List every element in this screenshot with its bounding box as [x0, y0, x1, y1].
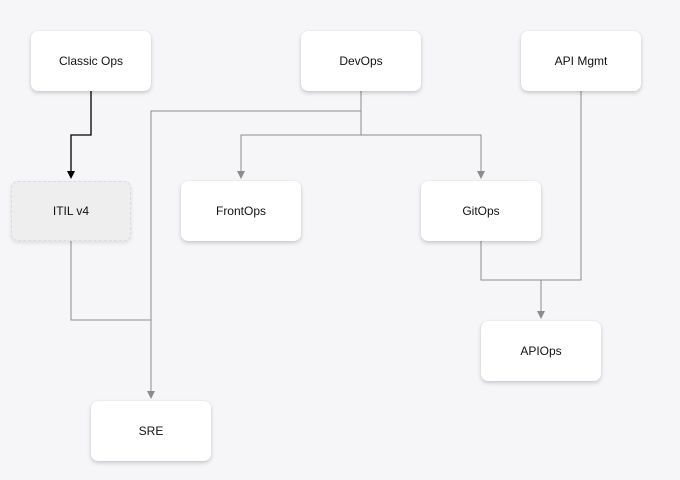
node-api-mgmt[interactable]: API Mgmt — [521, 31, 641, 91]
edge-devops-to-gitops — [361, 134, 485, 179]
node-devops[interactable]: DevOps — [301, 31, 421, 91]
edge-api-mgmt-to-apiops — [541, 91, 582, 281]
node-apiops[interactable]: APIOps — [481, 321, 601, 381]
node-gitops[interactable]: GitOps — [421, 181, 541, 241]
node-sre[interactable]: SRE — [91, 401, 211, 461]
node-label: APIOps — [520, 344, 562, 358]
node-label: API Mgmt — [554, 54, 608, 68]
edge-itil-v4-to-sre — [70, 241, 151, 321]
node-itil-v4[interactable]: ITIL v4 — [11, 181, 131, 241]
node-label: FrontOps — [215, 204, 266, 218]
edge-gitops-to-apiops — [480, 241, 545, 319]
edge-devops-to-sre — [147, 110, 361, 399]
node-label: GitOps — [462, 204, 500, 218]
edge-classic-ops-to-itil-v4 — [67, 91, 92, 179]
edge-devops-to-frontops — [237, 134, 361, 179]
node-label: Classic Ops — [58, 54, 123, 68]
node-classic-ops[interactable]: Classic Ops — [31, 31, 151, 91]
node-label: SRE — [138, 424, 164, 438]
node-label: DevOps — [339, 54, 383, 68]
node-frontops[interactable]: FrontOps — [181, 181, 301, 241]
node-label: ITIL v4 — [52, 204, 90, 218]
